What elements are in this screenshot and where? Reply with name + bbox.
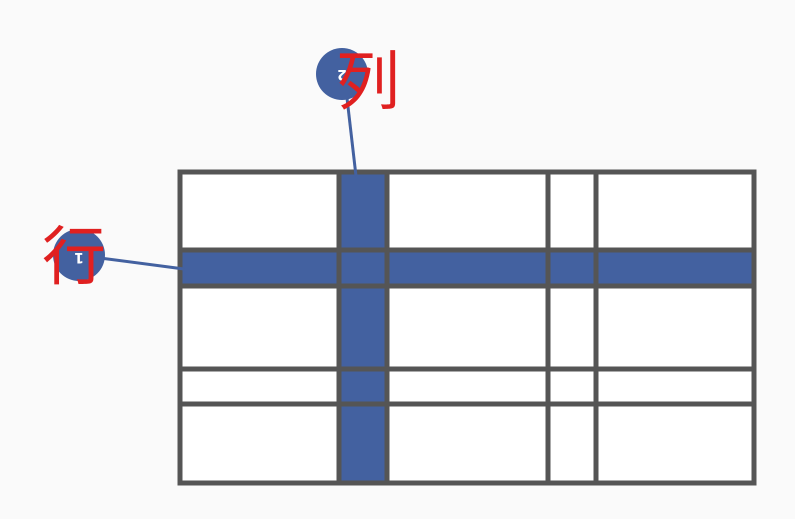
grid-background (180, 172, 754, 483)
highlighted-row-track (180, 250, 754, 286)
row-marker-number: 1 (74, 249, 84, 265)
grid-outer-border (177, 169, 757, 486)
row-marker-leader (99, 256, 185, 271)
highlighted-column-track (339, 172, 387, 483)
row-marker: 1 (53, 229, 105, 281)
column-label: 列 (336, 46, 400, 120)
column-marker-number: 2 (337, 66, 347, 82)
row-marker-circle (53, 229, 105, 281)
column-marker-circle (316, 48, 368, 100)
column-marker: 2 (316, 48, 368, 100)
column-marker-leader (345, 97, 358, 177)
row-label: 行 (42, 221, 106, 295)
